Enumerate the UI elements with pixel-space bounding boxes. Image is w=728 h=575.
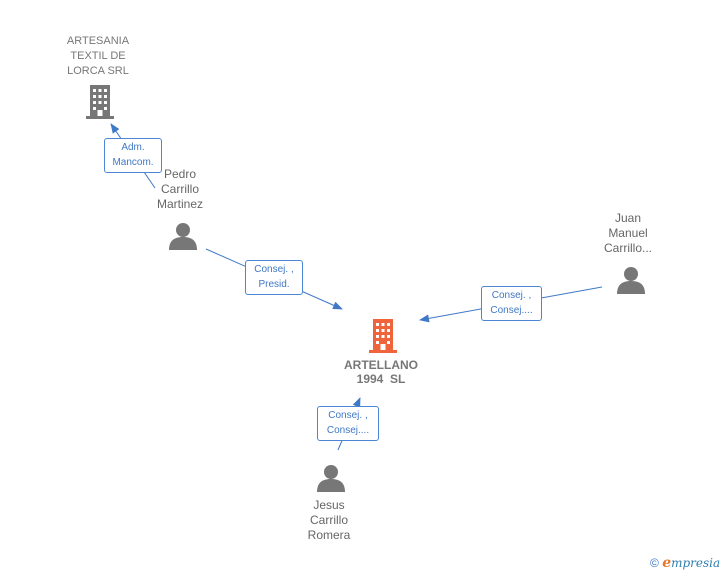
person-juan-line-3: Carrillo...	[603, 241, 652, 255]
company-artesania-line-1: ARTESANIA	[66, 35, 130, 47]
brand-name: mpresia	[671, 556, 721, 570]
person-jesus-line-3: Romera	[307, 528, 351, 542]
person-pedro-label[interactable]: Pedro Carrillo Martinez	[140, 167, 220, 212]
role-line: Consej. ,	[491, 290, 532, 301]
role-line: Adm.	[121, 142, 145, 153]
footer-brand[interactable]: © empresia	[650, 555, 720, 571]
role-line: Mancom.	[112, 157, 154, 168]
main-company-line-1: ARTELLANO	[344, 358, 418, 372]
company-artesania-label[interactable]: ARTESANIA TEXTIL DE LORCA SRL	[48, 34, 148, 79]
person-juan-label[interactable]: Juan Manuel Carrillo...	[588, 211, 668, 256]
role-label-pedro-main[interactable]: Consej. , Presid.	[245, 260, 303, 295]
person-pedro-line-1: Pedro	[163, 167, 197, 181]
role-label-pedro-artesania[interactable]: Adm. Mancom.	[104, 138, 162, 173]
company-artesania-line-2: TEXTIL DE	[70, 50, 126, 62]
role-line: Consej....	[490, 305, 533, 316]
person-jesus-line-1: Jesus	[313, 498, 345, 512]
brand-initial: e	[662, 555, 672, 571]
role-label-juan-main[interactable]: Consej. , Consej....	[481, 286, 542, 321]
person-icon[interactable]	[616, 266, 646, 294]
person-pedro-line-2: Carrillo	[160, 182, 199, 196]
role-line: Consej. ,	[254, 264, 294, 275]
person-icon[interactable]	[316, 464, 346, 492]
main-company-label[interactable]: ARTELLANO 1994 SL	[320, 358, 442, 386]
person-juan-line-1: Juan	[614, 211, 642, 225]
brand-logo: empresia	[662, 555, 721, 571]
role-label-jesus-main[interactable]: Consej. , Consej....	[317, 406, 379, 441]
person-jesus-line-2: Carrillo	[309, 513, 348, 527]
person-jesus-label[interactable]: Jesus Carrillo Romera	[289, 498, 369, 543]
copyright-symbol: ©	[650, 556, 659, 570]
building-icon[interactable]	[84, 84, 116, 120]
person-juan-line-2: Manuel	[608, 226, 648, 240]
person-pedro-line-3: Martinez	[156, 197, 203, 211]
building-icon[interactable]	[366, 318, 400, 354]
company-artesania-line-3: LORCA SRL	[67, 65, 129, 77]
main-company-line-2: 1994 SL	[356, 372, 406, 386]
role-line: Consej. ,	[328, 410, 368, 421]
role-line: Consej....	[326, 425, 370, 436]
person-icon[interactable]	[168, 222, 198, 250]
role-line: Presid.	[258, 279, 290, 290]
